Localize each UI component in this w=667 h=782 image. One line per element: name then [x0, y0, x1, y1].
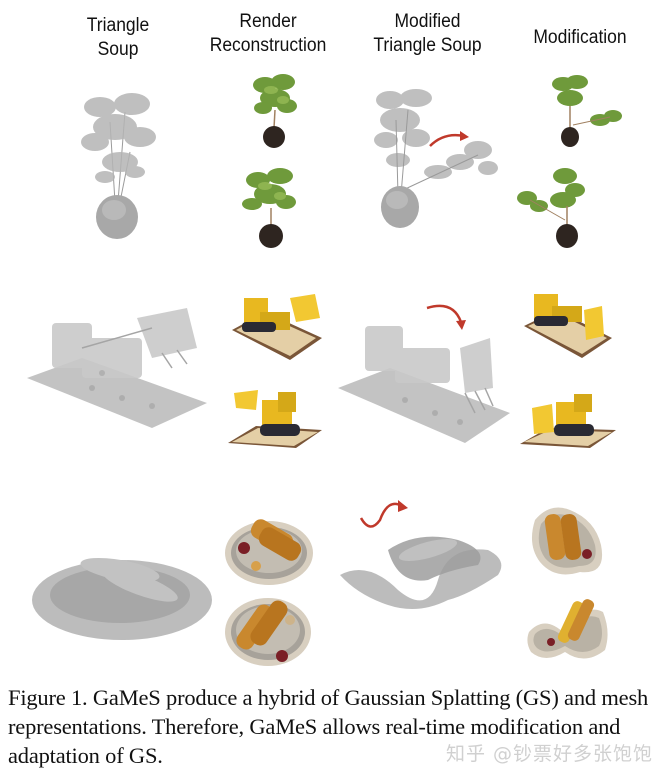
plant-modification-view-2 — [517, 168, 585, 248]
lego-triangle-soup-image — [27, 308, 207, 428]
hotdog-render-view-1 — [225, 519, 313, 585]
lego-render-view-1 — [232, 294, 322, 360]
hotdog-modification-view-2 — [527, 599, 608, 659]
lego-modified-triangle-soup-image — [338, 326, 510, 443]
plant-render-view-2 — [242, 168, 296, 248]
bend-arrow-icon — [429, 131, 469, 147]
hotdog-triangle-soup-image — [32, 557, 212, 640]
hotdog-modification-view-1 — [531, 507, 603, 575]
header-line: Modified — [394, 11, 461, 32]
lego-render-view-2 — [228, 390, 322, 448]
column-header-modification: Modification — [516, 26, 645, 50]
hotdog-modified-triangle-soup-image — [340, 536, 502, 609]
header-line: Triangle Soup — [373, 35, 482, 56]
rotate-down-arrow-icon — [426, 304, 466, 330]
column-header-triangle-soup: Triangle Soup — [63, 14, 173, 62]
column-header-modified-triangle-soup: Modified Triangle Soup — [356, 10, 499, 58]
hotdog-render-view-2 — [225, 598, 311, 666]
caption-text: GaMeS produce a hybrid of Gaussian Splat… — [8, 685, 649, 768]
watermark: 知乎 @钞票好多张饱饱 — [446, 743, 654, 765]
lego-modification-view-2 — [520, 394, 616, 448]
header-line: Render — [239, 11, 297, 32]
plant-modified-triangle-soup-image — [374, 89, 498, 228]
header-line: Reconstruction — [209, 35, 327, 56]
figure-caption: Figure 1. GaMeS produce a hybrid of Gaus… — [8, 683, 660, 770]
plant-triangle-soup-image — [81, 93, 156, 239]
column-header-render-reconstruction: Render Reconstruction — [194, 10, 341, 58]
header-line: Triangle — [86, 15, 150, 36]
header-line: Soup — [97, 39, 139, 60]
header-line: Modification — [533, 27, 627, 48]
figure-label: Figure 1. — [8, 685, 88, 710]
lego-modification-view-1 — [524, 294, 612, 358]
plant-render-view-1 — [253, 74, 297, 148]
plant-modification-view-1 — [552, 75, 622, 147]
wave-arrow-icon — [359, 500, 408, 528]
